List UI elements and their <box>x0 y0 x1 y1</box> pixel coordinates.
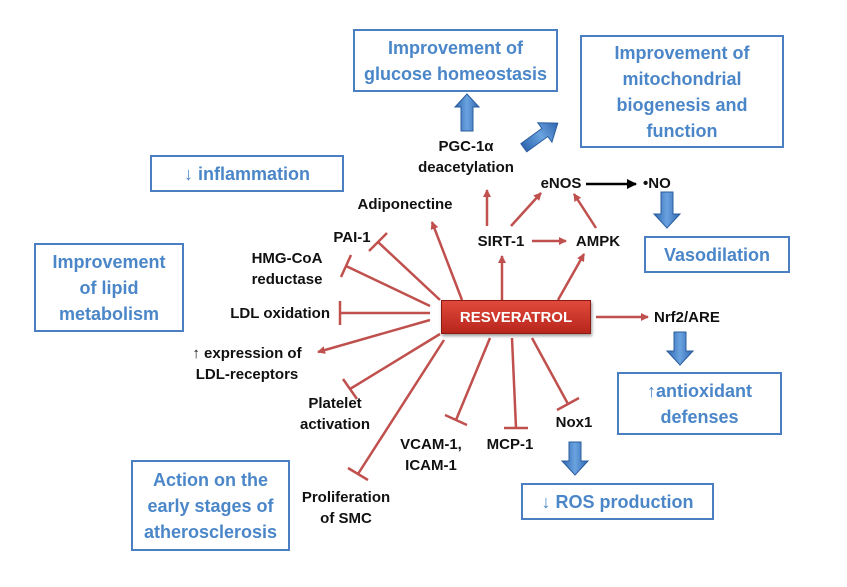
atherosclerosis-box: Action on the early stages of atheroscle… <box>131 460 290 551</box>
arrow-to-adiponectine <box>430 221 464 301</box>
inhibit-nox1 <box>530 337 580 412</box>
enos-label: eNOS <box>540 175 582 192</box>
sirt1-label: SIRT-1 <box>477 233 525 250</box>
arrow-to-ldl-receptors <box>317 318 431 354</box>
inhibit-hmg-coa <box>339 254 431 308</box>
ldl-oxidation-label: LDL oxidation <box>230 305 330 322</box>
adiponectine-label: Adiponectine <box>357 196 453 213</box>
proliferation-smc-label: Proliferation of SMC <box>301 489 391 527</box>
mitochondrial-biogenesis-box: Improvement of mitochondrial biogenesis … <box>580 35 784 148</box>
vasodilation-box: Vasodilation <box>644 236 790 273</box>
inhibit-mcp1 <box>504 337 528 430</box>
blue-arrow-to-ros <box>560 441 590 476</box>
pgc1a-label: PGC-1α deacetylation <box>418 138 514 176</box>
ldl-receptors-label: ↑ expression of LDL-receptors <box>192 345 302 383</box>
blue-arrow-to-antioxidant <box>665 331 695 366</box>
inflammation-box: ↓ inflammation <box>150 155 344 192</box>
vcam-icam-label: VCAM-1, ICAM-1 <box>400 436 462 474</box>
inhibit-proliferation <box>347 339 446 482</box>
pai1-label: PAI-1 <box>333 229 371 246</box>
no-label: •NO <box>643 175 671 192</box>
lipid-metabolism-box: Improvement of lipid metabolism <box>34 243 184 332</box>
mcp1-label: MCP-1 <box>486 436 534 453</box>
inhibit-pai1 <box>368 232 441 301</box>
ampk-label: AMPK <box>575 233 621 250</box>
inhibit-vcam <box>444 337 492 427</box>
arrow-sirt1-to-enos <box>510 192 542 227</box>
inhibit-platelet <box>341 332 441 400</box>
hmg-coa-label: HMG-CoA reductase <box>251 250 323 288</box>
blue-arrow-to-glucose <box>453 93 481 132</box>
blue-arrow-to-vasodilation <box>652 191 682 229</box>
resveratrol-node: RESVERATROL <box>441 300 591 334</box>
blue-arrow-to-mito <box>520 122 559 153</box>
ros-production-box: ↓ ROS production <box>521 483 714 520</box>
arrow-to-ampk <box>556 253 586 301</box>
platelet-activation-label: Platelet activation <box>299 395 371 433</box>
nrf2-label: Nrf2/ARE <box>654 309 720 326</box>
inhibit-ldl-oxidation <box>338 301 430 325</box>
arrow-ampk-to-enos <box>572 193 598 229</box>
nox1-label: Nox1 <box>555 414 593 431</box>
antioxidant-defenses-box: ↑antioxidant defenses <box>617 372 782 435</box>
glucose-homeostasis-box: Improvement of glucose homeostasis <box>353 29 558 92</box>
